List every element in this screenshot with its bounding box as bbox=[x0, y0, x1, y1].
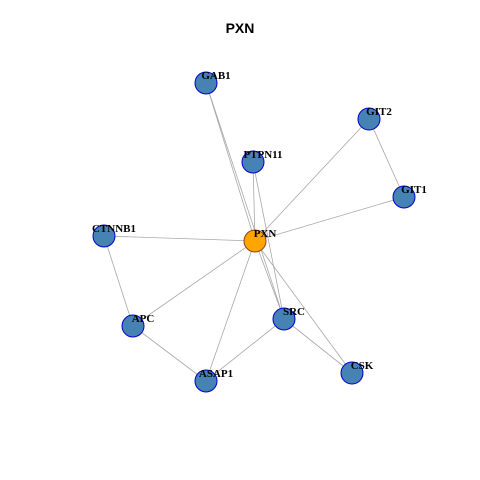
edge-pxn-src bbox=[254, 240, 285, 320]
node-apc: APC bbox=[121, 313, 155, 338]
node-label-apc: APC bbox=[132, 313, 155, 325]
node-label-src: SRC bbox=[283, 306, 305, 318]
node-label-git1: GIT1 bbox=[401, 184, 427, 196]
edge-pxn-git1 bbox=[254, 196, 405, 242]
edge-pxn-git2 bbox=[254, 118, 370, 242]
edge-src-csk bbox=[283, 318, 353, 374]
edge-pxn-ctnnb1 bbox=[103, 235, 256, 242]
node-src: SRC bbox=[272, 306, 305, 331]
node-circle-asap1 bbox=[194, 369, 218, 393]
edge-pxn-csk bbox=[254, 240, 353, 374]
node-gab1: GAB1 bbox=[194, 70, 231, 95]
edge-ptpn11-src bbox=[252, 161, 285, 320]
node-label-gab1: GAB1 bbox=[201, 70, 230, 82]
node-circle-src bbox=[272, 307, 296, 331]
node-label-git2: GIT2 bbox=[366, 106, 392, 118]
node-circle-apc bbox=[121, 314, 145, 338]
edge-asap1-src bbox=[205, 318, 285, 382]
node-label-asap1: ASAP1 bbox=[199, 368, 233, 380]
edge-pxn-apc bbox=[132, 240, 256, 327]
node-git2: GIT2 bbox=[357, 106, 392, 131]
edge-pxn-gab1 bbox=[205, 82, 256, 242]
node-label-ptpn11: PTPN11 bbox=[243, 149, 282, 161]
graph-title: PXN bbox=[225, 20, 255, 36]
edge-layer bbox=[103, 82, 405, 382]
node-git1: GIT1 bbox=[392, 184, 427, 209]
edge-apc-asap1 bbox=[132, 325, 207, 382]
node-circle-pxn bbox=[243, 229, 267, 253]
node-circle-gab1 bbox=[194, 71, 218, 95]
node-ptpn11: PTPN11 bbox=[241, 149, 283, 174]
node-circle-ptpn11 bbox=[241, 150, 265, 174]
edge-ctnnb1-apc bbox=[103, 235, 134, 327]
node-label-ctnnb1: CTNNB1 bbox=[92, 223, 136, 235]
node-csk: CSK bbox=[340, 360, 374, 385]
edge-pxn-asap1 bbox=[205, 240, 256, 382]
node-circle-git2 bbox=[357, 107, 381, 131]
node-label-pxn: PXN bbox=[254, 228, 277, 240]
node-label-csk: CSK bbox=[351, 360, 374, 372]
node-circle-csk bbox=[340, 361, 364, 385]
edge-gab1-src bbox=[205, 82, 285, 320]
edge-git2-git1 bbox=[368, 118, 405, 198]
node-pxn: PXN bbox=[243, 228, 277, 253]
node-ctnnb1: CTNNB1 bbox=[92, 223, 136, 248]
node-circle-ctnnb1 bbox=[92, 224, 116, 248]
node-asap1: ASAP1 bbox=[194, 368, 233, 393]
edge-pxn-ptpn11 bbox=[252, 161, 256, 242]
node-circle-git1 bbox=[392, 185, 416, 209]
